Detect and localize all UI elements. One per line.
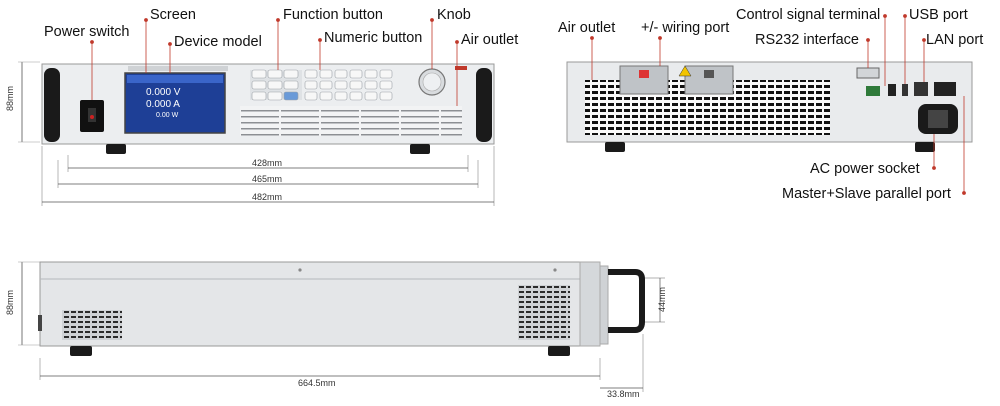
label-device-model: Device model — [174, 34, 262, 50]
label-front-air-outlet: Air outlet — [461, 32, 519, 48]
label-ac-socket: AC power socket — [810, 161, 920, 177]
dim-depth: 664.5mm — [298, 378, 336, 388]
label-numeric-button: Numeric button — [324, 30, 423, 46]
front-air-outlet — [240, 106, 462, 136]
right-handle — [476, 68, 492, 142]
label-power-switch: Power switch — [44, 24, 130, 40]
label-rs232: RS232 interface — [755, 32, 859, 48]
numeric-buttons — [304, 69, 393, 101]
negative-terminal — [684, 65, 734, 95]
label-knob: Knob — [437, 7, 471, 23]
side-view — [18, 261, 665, 392]
label-wiring-port: +/- wiring port — [641, 20, 730, 36]
dim-side-height: 88mm — [5, 289, 16, 316]
dim-body-width: 465mm — [252, 174, 283, 184]
label-function-button: Function button — [283, 7, 383, 23]
side-handle — [608, 269, 645, 333]
dim-total-width: 482mm — [252, 192, 283, 202]
left-handle — [44, 68, 60, 142]
label-rear-air-outlet: Air outlet — [558, 20, 616, 36]
lan-port — [914, 82, 928, 96]
label-control-signal: Control signal terminal — [736, 7, 881, 23]
label-parallel-port: Master+Slave parallel port — [782, 186, 951, 202]
side-vent-left — [62, 310, 122, 340]
label-screen: Screen — [150, 7, 196, 23]
label-usb-port: USB port — [909, 7, 968, 23]
screen-power: 0.00 W — [156, 112, 179, 119]
control-terminal — [866, 86, 880, 96]
usb-port — [902, 84, 908, 96]
dim-handle-depth: 33.8mm — [607, 389, 640, 399]
dim-front-height: 88mm — [5, 85, 16, 112]
rs232-port — [856, 67, 880, 79]
front-view — [18, 18, 495, 206]
side-vent-right — [518, 285, 570, 340]
dim-inner-width: 428mm — [252, 158, 283, 168]
label-lan-port: LAN port — [926, 32, 984, 48]
parallel-port — [934, 82, 956, 96]
rear-view — [566, 14, 973, 195]
dim-handle-height: 44mm — [657, 286, 668, 313]
screen-voltage: 0.000 V — [146, 87, 181, 98]
screen-current: 0.000 A — [146, 99, 180, 110]
